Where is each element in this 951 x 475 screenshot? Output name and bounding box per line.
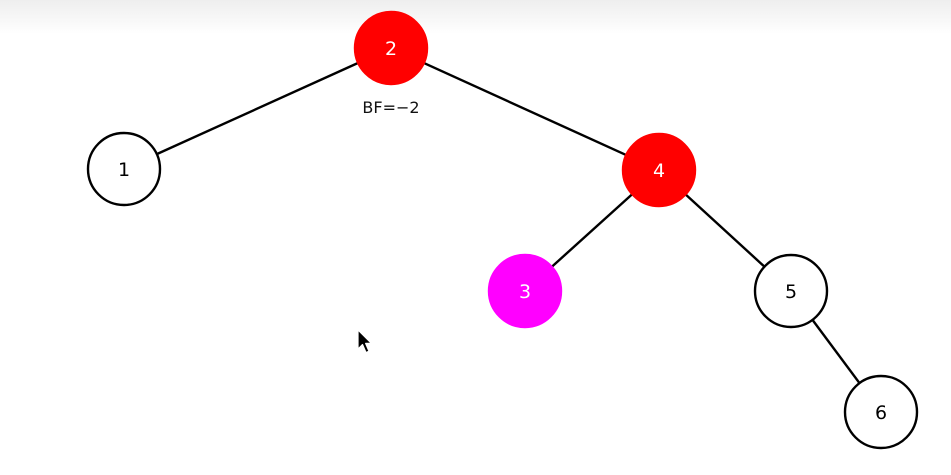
top-shadow xyxy=(0,0,951,34)
balance-factor-label: BF=−2 xyxy=(362,98,419,117)
tree-node-1: 1 xyxy=(86,131,162,207)
node-circle xyxy=(753,253,829,329)
tree-node-4: 4 xyxy=(621,132,697,208)
node-label: 1 xyxy=(118,159,130,181)
edge-4-5 xyxy=(684,193,766,268)
edge-2-1 xyxy=(156,61,359,156)
node-circle xyxy=(86,131,162,207)
node-label: 3 xyxy=(519,281,531,303)
node-label: 5 xyxy=(785,281,797,303)
node-circle xyxy=(353,10,429,86)
tree-node-5: 5 xyxy=(753,253,829,329)
edge-5-6 xyxy=(811,319,861,384)
node-label: 2 xyxy=(385,38,397,60)
node-label: 6 xyxy=(875,402,887,424)
edge-2-4 xyxy=(423,61,627,157)
node-circle xyxy=(843,374,919,450)
node-circle xyxy=(621,132,697,208)
node-circle xyxy=(487,253,563,329)
tree-node-6: 6 xyxy=(843,374,919,450)
tree-node-2: 2 xyxy=(353,10,429,86)
tree-edges xyxy=(156,61,861,384)
edge-4-3 xyxy=(550,193,634,268)
mouse-pointer-icon xyxy=(357,329,373,354)
node-label: 4 xyxy=(653,160,665,182)
tree-nodes: 2 1 4 3 5 6 xyxy=(86,10,919,450)
tree-node-3: 3 xyxy=(487,253,563,329)
